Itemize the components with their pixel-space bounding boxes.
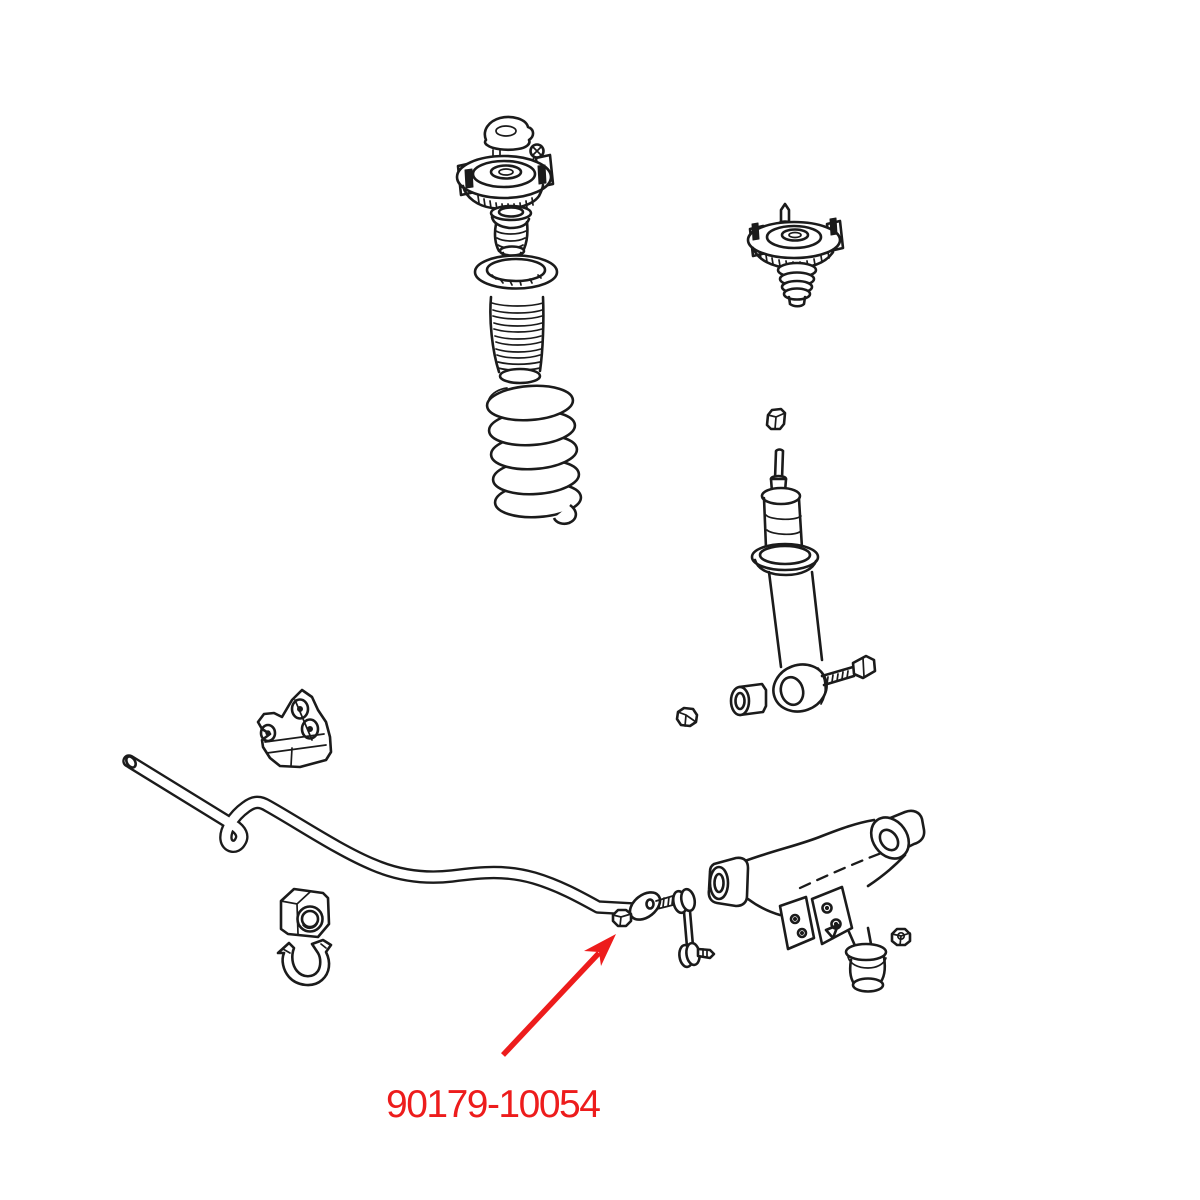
stabilizer-bar-bracket-icon <box>256 688 333 769</box>
lower-control-arm-icon <box>707 809 926 951</box>
part-number-label: 90179-10054 <box>386 1083 601 1126</box>
coil-spring-icon <box>485 384 583 526</box>
rear-suspension-support-icon <box>746 202 845 308</box>
shock-cushion-bushing-icon <box>729 682 768 717</box>
stabilizer-bushing-icon <box>279 887 331 939</box>
callout-arrow <box>500 934 616 1057</box>
stabilizer-bar-icon <box>122 754 678 921</box>
front-suspension-support-icon <box>455 153 555 212</box>
shock-mount-nut-icon <box>675 706 699 728</box>
lower-ball-joint-icon <box>844 926 888 993</box>
control-arm-bracket-plate <box>810 885 854 946</box>
ball-joint-nut-icon <box>890 927 912 947</box>
stabilizer-bushing-clamp-icon <box>276 938 333 987</box>
shock-dust-boot-icon <box>473 254 559 385</box>
spring-bumper-icon <box>489 204 533 263</box>
stabilizer-link-icon <box>671 887 716 969</box>
shock-lower-bolt-icon <box>820 654 877 687</box>
stabilizer-link-nut-icon <box>611 908 633 928</box>
shock-top-nut-icon <box>765 407 787 431</box>
strut-support-cap-icon <box>483 115 545 169</box>
shock-absorber-icon <box>750 448 828 713</box>
